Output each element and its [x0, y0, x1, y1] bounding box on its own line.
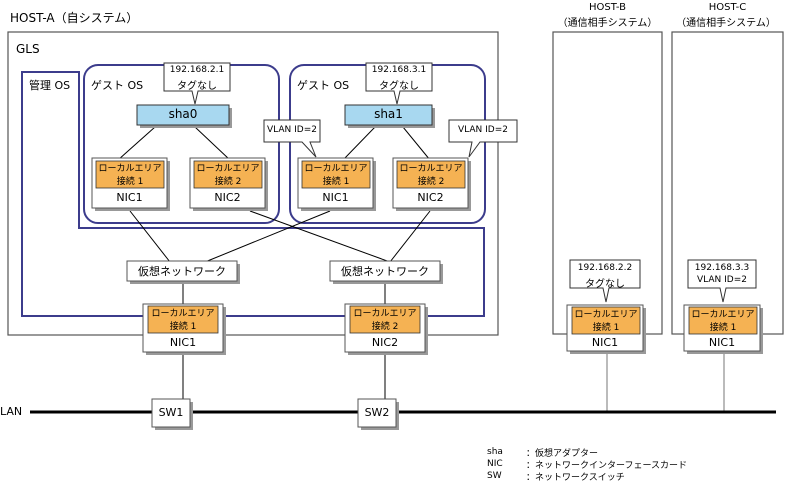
- phys-nic1-conn-line1: ローカルエリア: [151, 309, 215, 319]
- phys-nic1-conn-line2: 接続 1: [169, 322, 197, 332]
- host-c-conn-line1: ローカルエリア: [691, 310, 755, 320]
- guest-nic-boxes: [91, 157, 471, 211]
- host-c-conn-line2: 接続 1: [709, 323, 737, 333]
- callouts: [163, 62, 757, 303]
- host-c-role: （通信相手システム）: [676, 18, 776, 29]
- phys-nic2-label: NIC2: [371, 336, 399, 349]
- phys-nic2-conn-line1: ローカルエリア: [353, 309, 417, 319]
- host-c-name: HOST-C: [708, 2, 747, 13]
- guest1-nic2-conn-line1: ローカルエリア: [196, 164, 260, 174]
- host-c-callout-line2: VLAN ID=2: [697, 275, 747, 285]
- guest1-nic2-label: NIC2: [214, 191, 241, 204]
- callout-guest1-ip: 192.168.2.1: [169, 65, 225, 75]
- adapter-sha0-label[interactable]: sha0: [168, 107, 198, 121]
- guest2-nic2-label: NIC2: [417, 191, 444, 204]
- guest2-nic1-label: NIC1: [322, 191, 349, 204]
- host-b-nic-label: NIC1: [591, 336, 619, 349]
- host-b-callout-line1: 192.168.2.2: [577, 263, 633, 273]
- callout-guest1-tag: タグなし: [177, 81, 217, 92]
- remote-nic-boxes: [566, 304, 763, 354]
- adapter-sha0[interactable]: [136, 104, 232, 128]
- legend-term-sw: SW: [487, 471, 502, 481]
- adapter-links: [117, 126, 431, 401]
- host-b-conn-line2: 接続 1: [592, 323, 620, 333]
- host-b-name: HOST-B: [588, 2, 627, 13]
- guest-os-label-1: ゲスト OS: [91, 79, 144, 92]
- callout-guest2-tag: タグなし: [379, 81, 419, 92]
- adapter-sha1-label[interactable]: sha1: [374, 107, 403, 121]
- lan-label: LAN: [0, 405, 23, 418]
- phys-nic1-label: NIC1: [169, 336, 197, 349]
- guest2-nic2-conn-line2: 接続 2: [417, 177, 445, 187]
- host-b-role: （通信相手システム）: [557, 18, 658, 29]
- virtual-network-1: 仮想ネットワーク: [138, 265, 226, 278]
- physical-nic-boxes: [142, 303, 428, 355]
- remote-links: [606, 352, 725, 412]
- phys-nic2-conn-line2: 接続 2: [371, 322, 399, 332]
- legend-desc-sha: ：仮想アダプター: [526, 449, 599, 459]
- guest2-nic1-conn-line1: ローカルエリア: [304, 164, 368, 174]
- virtual-network-2: 仮想ネットワーク: [341, 265, 429, 278]
- host-c-callout-line1: 192.168.3.3: [694, 263, 750, 273]
- host-b-conn-line1: ローカルエリア: [574, 310, 638, 320]
- guest2-nic2-conn-line1: ローカルエリア: [399, 164, 463, 174]
- host-b-callout-line2: タグなし: [585, 279, 625, 290]
- mgmt-os-box: [21, 71, 485, 317]
- guest-os-label-2: ゲスト OS: [297, 79, 350, 92]
- guest1-nic1-conn-line2: 接続 1: [116, 177, 144, 187]
- callout-guest2-ip: 192.168.3.1: [371, 65, 427, 75]
- vlan-callout-2: VLAN ID=2: [458, 125, 508, 135]
- guest1-nic2-conn-line2: 接続 2: [214, 177, 242, 187]
- host-c-box: [671, 31, 784, 335]
- switch-boxes: [151, 398, 399, 430]
- legend-term-nic: NIC: [487, 459, 503, 469]
- guest1-nic1-conn-line1: ローカルエリア: [98, 164, 162, 174]
- virtual-network-boxes: [126, 260, 443, 284]
- vlan-callout-1: VLAN ID=2: [267, 125, 317, 135]
- switch-2-label: SW2: [364, 406, 390, 419]
- host-c-nic-label: NIC1: [708, 336, 736, 349]
- gls-label: GLS: [16, 42, 40, 56]
- adapter-sha1[interactable]: [344, 104, 435, 128]
- legend-desc-nic: ：ネットワークインターフェースカード: [526, 461, 688, 471]
- host-a-title: HOST-A（自システム）: [10, 11, 139, 25]
- mgmt-os-label: 管理 OS: [29, 79, 71, 92]
- legend-desc-sw: ：ネットワークスイッチ: [526, 473, 625, 483]
- guest2-nic1-conn-line2: 接続 1: [322, 177, 350, 187]
- guest1-nic1-label: NIC1: [116, 191, 143, 204]
- switch-1-label: SW1: [158, 406, 184, 419]
- legend-term-sha: sha: [487, 447, 503, 457]
